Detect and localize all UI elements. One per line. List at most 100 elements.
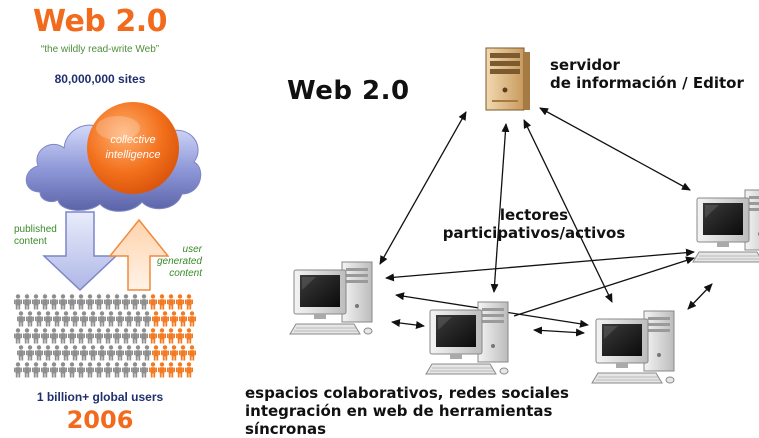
global-users-count: 1 billion+ global users [36, 390, 164, 404]
person-icon [71, 311, 79, 327]
person-icon [80, 311, 88, 327]
year-label: 2006 [66, 406, 134, 434]
person-icon [77, 362, 85, 378]
person-icon [161, 345, 169, 361]
person-icon [107, 345, 115, 361]
person-icon [41, 294, 49, 310]
user-generated-content-label: user generated content [156, 244, 202, 279]
person-icon [59, 328, 67, 344]
person-icon [86, 294, 94, 310]
person-icon [77, 328, 85, 344]
person-icon [17, 345, 25, 361]
person-icon [95, 294, 103, 310]
person-icon [158, 294, 166, 310]
person-icon [50, 328, 58, 344]
person-icon [104, 328, 112, 344]
person-icon [53, 311, 61, 327]
person-icon [131, 294, 139, 310]
person-icon [59, 362, 67, 378]
arrow-center-pc-bottom-right-pc [533, 326, 585, 337]
person-icon [62, 345, 70, 361]
person-icon [86, 362, 94, 378]
person-icon [86, 328, 94, 344]
person-icon [176, 362, 184, 378]
arrow-bottom-right-pc-right-pc [687, 283, 713, 310]
person-icon [122, 294, 130, 310]
person-icon [185, 294, 193, 310]
person-icon [59, 294, 67, 310]
person-icon [167, 362, 175, 378]
computer-left-icon [289, 261, 373, 335]
person-icon [152, 311, 160, 327]
person-icon [170, 311, 178, 327]
person-icon [170, 345, 178, 361]
person-icon [152, 345, 160, 361]
person-icon [149, 328, 157, 344]
person-icon [104, 362, 112, 378]
person-icon [179, 345, 187, 361]
person-icon [14, 328, 22, 344]
person-icon [32, 294, 40, 310]
person-icon [32, 362, 40, 378]
person-icon [161, 311, 169, 327]
person-icon [176, 294, 184, 310]
person-icon [188, 345, 196, 361]
person-icon [167, 294, 175, 310]
person-icon [41, 328, 49, 344]
person-icon [14, 294, 22, 310]
person-icon [188, 311, 196, 327]
left-title: Web 2.0 [33, 4, 167, 39]
person-icon [23, 328, 31, 344]
person-icon [167, 328, 175, 344]
down-arrow-icon [42, 211, 118, 292]
person-icon [107, 311, 115, 327]
person-icon [113, 362, 121, 378]
person-icon [41, 362, 49, 378]
person-icon [68, 328, 76, 344]
person-icon [113, 328, 121, 344]
readers-label: lectores participativos/activos [442, 206, 626, 242]
person-icon [125, 345, 133, 361]
person-icon [44, 311, 52, 327]
person-icon [23, 362, 31, 378]
cloud-text-line-2: intelligence [105, 149, 160, 161]
person-icon [113, 294, 121, 310]
collaborative-spaces-label: espacios colaborativos, redes sociales i… [245, 384, 569, 438]
person-icon [68, 294, 76, 310]
person-icon [134, 311, 142, 327]
server-label: servidor de información / Editor [550, 56, 744, 92]
person-icon [77, 294, 85, 310]
person-icon [134, 345, 142, 361]
diagram-title: Web 2.0 [287, 76, 410, 106]
person-icon [95, 328, 103, 344]
person-icon [71, 345, 79, 361]
person-icon [122, 362, 130, 378]
person-icon [140, 294, 148, 310]
person-icon [98, 345, 106, 361]
person-icon [158, 362, 166, 378]
person-icon [89, 311, 97, 327]
person-icon [149, 294, 157, 310]
collective-intelligence-orb-icon [87, 102, 179, 194]
person-icon [140, 362, 148, 378]
up-arrow-icon [108, 218, 170, 291]
person-icon [149, 362, 157, 378]
computer-center-icon [425, 301, 509, 375]
arrow-server-right-pc [539, 107, 691, 191]
cloud-text-line-1: collective [110, 134, 155, 146]
arrow-left-pc-right-pc [385, 248, 695, 282]
person-icon [89, 345, 97, 361]
person-icon [95, 362, 103, 378]
published-content-label: published content [14, 224, 57, 247]
active-contributors-icon [149, 294, 196, 378]
person-icon [158, 328, 166, 344]
person-icon [44, 345, 52, 361]
left-subtitle: “the wildly read-write Web” [40, 44, 160, 55]
person-icon [53, 345, 61, 361]
person-icon [185, 362, 193, 378]
arrow-right-pc-center-pc [513, 256, 695, 317]
person-icon [125, 311, 133, 327]
person-icon [104, 294, 112, 310]
